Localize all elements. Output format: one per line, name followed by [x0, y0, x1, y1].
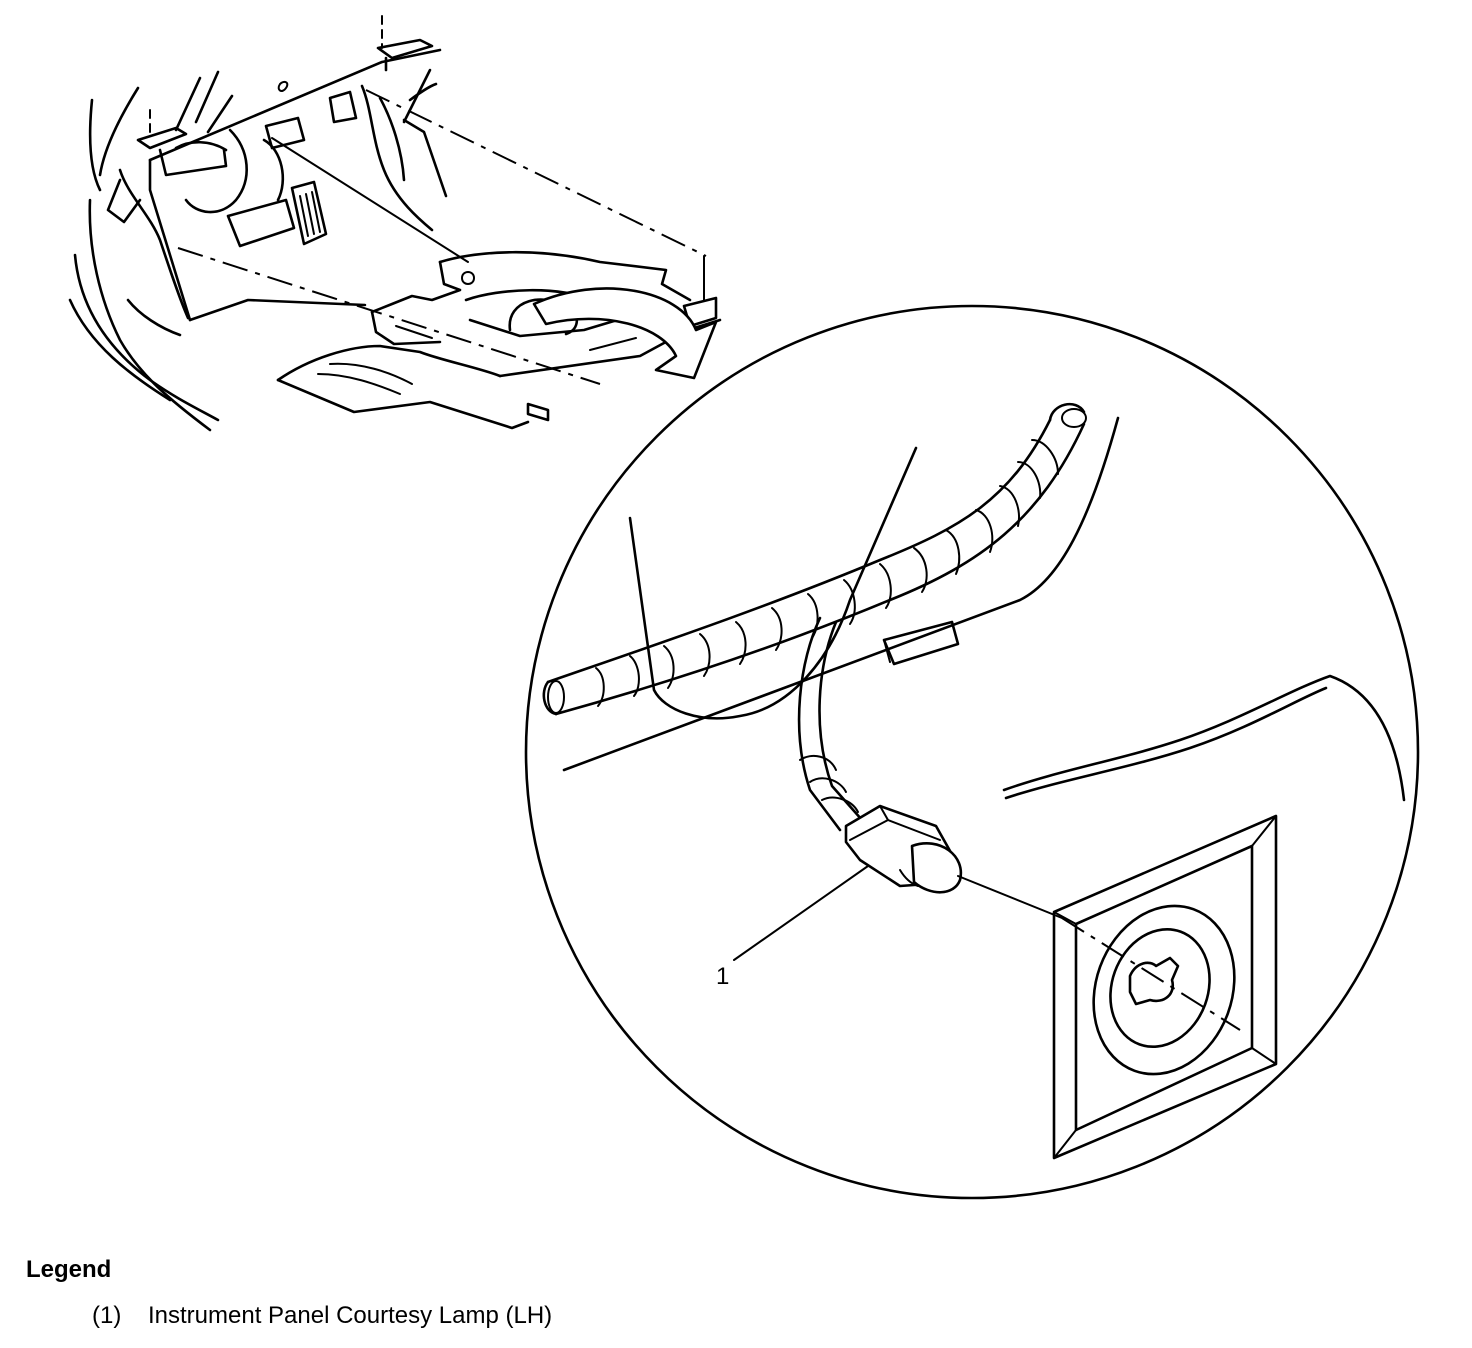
courtesy-lamp-diagram: 1	[68, 15, 1420, 1200]
detail-view: 1	[524, 304, 1420, 1200]
detail-circle	[524, 304, 1420, 1200]
instrument-panel-overview	[68, 15, 722, 432]
lamp-mount-bezel	[1052, 814, 1278, 1160]
legend-title: Legend	[26, 1256, 112, 1283]
legend-item: (1) Instrument Panel Courtesy Lamp (LH)	[26, 1302, 1426, 1334]
callout-1: 1	[716, 963, 729, 990]
legend-item-text: Instrument Panel Courtesy Lamp (LH)	[148, 1302, 553, 1329]
legend: Legend (1) Instrument Panel Courtesy Lam…	[26, 1256, 1426, 1334]
legend-item-number: (1)	[92, 1302, 122, 1329]
courtesy-lamp	[844, 804, 963, 894]
